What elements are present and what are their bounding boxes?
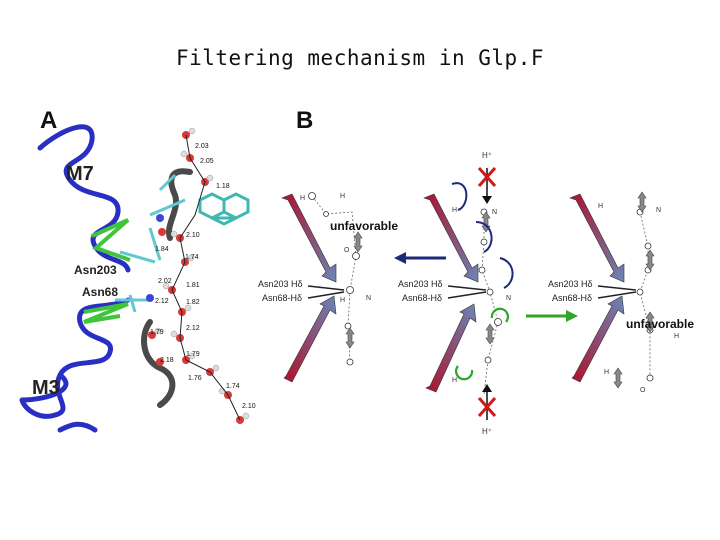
rotation-arrows: [451, 182, 514, 289]
atom-label: H: [674, 333, 679, 340]
distance-label: 2.05: [200, 158, 214, 165]
green-ribbon-top: [91, 218, 131, 262]
slide-title: Filtering mechanism in Glp.F: [175, 46, 544, 70]
dipole-arrow: [283, 295, 337, 383]
atom-label: H: [598, 203, 603, 210]
green-ribbon-bottom: [83, 302, 129, 324]
atom-label: H: [604, 369, 609, 376]
distance-label: 1.74: [185, 254, 199, 261]
asn68-label-right: Asn68-Hδ: [552, 293, 592, 303]
arrow-to-right: [526, 310, 578, 322]
arrow-to-left: [394, 252, 446, 264]
distance-label: 1.76: [188, 375, 202, 382]
atom-labels: H H O H N H N N H H N H H O: [300, 193, 679, 394]
atom-label: N: [366, 295, 371, 302]
dipole-arrow: [569, 193, 625, 283]
panel-a: A: [19, 107, 256, 433]
distance-label: 2.10: [186, 232, 200, 239]
distance-labels: 2.03 2.05 1.18 2.10 1.84 1.74 2.02 1.81 …: [150, 143, 256, 410]
atom-label: H: [452, 377, 457, 384]
water-network-right: [639, 211, 651, 378]
distance-label: 1.79: [186, 351, 200, 358]
atom-label: N: [506, 295, 511, 302]
hbond-lines: [171, 134, 241, 421]
panel-b: B: [258, 107, 694, 436]
atom-label: O: [344, 247, 350, 254]
backbone-bottom: [141, 319, 176, 408]
helix-label-m3: M3: [32, 377, 60, 399]
m3-helix: [19, 297, 131, 433]
residue-label-asn203: Asn203: [74, 263, 117, 277]
dipole-arrow: [423, 193, 479, 283]
asn203-label-left: Asn203 Hδ: [258, 279, 303, 289]
asn203-label-right: Asn203 Hδ: [548, 279, 593, 289]
proton-label-bottom: H⁺: [482, 427, 492, 436]
atom-label: H: [340, 193, 345, 200]
asn68-label-middle: Asn68-Hδ: [402, 293, 442, 303]
distance-label: 1.79: [150, 329, 164, 336]
distance-label: 1.74: [226, 383, 240, 390]
dipole-arrow: [281, 193, 337, 283]
proton-block-bottom: H⁺: [477, 384, 497, 436]
distance-label: 1.18: [216, 183, 230, 190]
distance-label: 2.12: [155, 298, 169, 305]
unfavorable-label-right: unfavorable: [626, 317, 694, 331]
distance-label: 2.12: [186, 325, 200, 332]
residue-sticks: [115, 173, 186, 313]
green-rotation-icon: [455, 307, 509, 381]
proton-label-top: H⁺: [482, 151, 492, 160]
aromatic-rings: [198, 192, 250, 226]
unfavorable-label-left: unfavorable: [330, 219, 398, 233]
distance-label: 2.10: [242, 403, 256, 410]
residue-label-asn68: Asn68: [82, 285, 118, 299]
distance-label: 1.82: [186, 299, 200, 306]
helix-label-m7: M7: [66, 163, 94, 185]
dipole-arrow: [571, 295, 625, 383]
proton-block-top: H⁺: [477, 151, 497, 204]
distance-label: 2.03: [195, 143, 209, 150]
atom-label: H: [452, 207, 457, 214]
distance-label: 2.02: [158, 278, 172, 285]
asn68-label-left: Asn68-Hδ: [262, 293, 302, 303]
atom-label: O: [640, 387, 646, 394]
atom-label: H: [340, 297, 345, 304]
panel-b-label: B: [296, 107, 313, 134]
distance-label: 2.18: [160, 357, 174, 364]
panel-a-label: A: [40, 107, 57, 134]
asn-bonds: [307, 285, 637, 299]
dipole-arrow: [425, 303, 477, 393]
distance-label: 1.84: [155, 246, 169, 253]
atom-label: H: [300, 195, 305, 202]
asn203-label-middle: Asn203 Hδ: [398, 279, 443, 289]
atom-label: N: [492, 209, 497, 216]
backbone-top: [165, 168, 193, 241]
distance-label: 1.81: [186, 282, 200, 289]
atom-label: N: [656, 207, 661, 214]
orientation-arrows: [345, 191, 655, 389]
m7-helix: [37, 124, 131, 273]
